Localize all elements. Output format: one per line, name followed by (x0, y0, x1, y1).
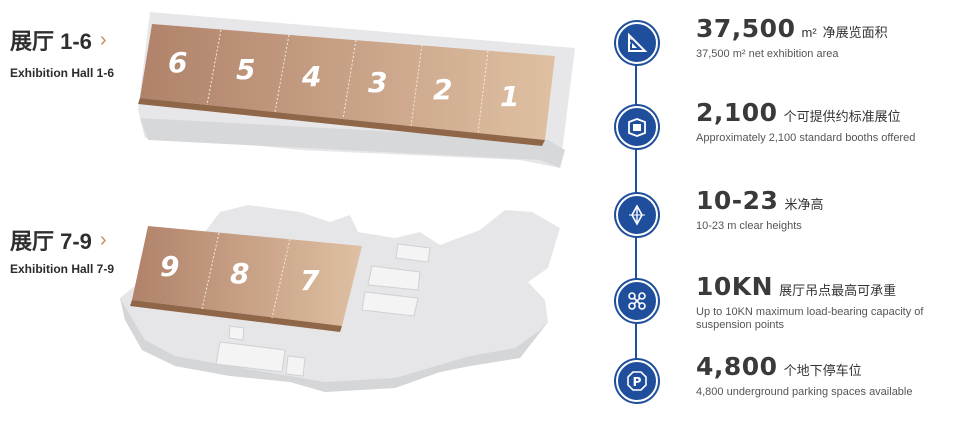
stat-load-value: 10KN (696, 272, 774, 301)
area-ruler-icon (616, 22, 658, 64)
hall-7-9-block (132, 226, 362, 326)
hall-7-9-title-text: 展厅 7-9 (10, 229, 92, 254)
hall-1-6-building: 6 5 4 3 2 1 (138, 12, 575, 168)
hall-number-8: 8 (230, 257, 249, 290)
stat-parking-label-en: 4,800 underground parking spaces availab… (696, 386, 913, 398)
stat-parking-value: 4,800 (696, 352, 778, 381)
hall-number-7: 7 (300, 264, 320, 297)
suspension-points-icon (616, 280, 658, 322)
stat-booths: 2,100 个可提供约标准展位 Approximately 2,100 stan… (600, 98, 960, 170)
stat-height-label-en: 10-23 m clear heights (696, 220, 802, 232)
chevron-right-icon: › (99, 228, 107, 251)
hall-number-4: 4 (301, 60, 321, 93)
hall-number-3: 3 (368, 66, 387, 99)
stat-load: 10KN 展厅吊点最高可承重 Up to 10KN maximum load-b… (600, 272, 960, 344)
hall-7-9-title: 展厅 7-9 › (10, 224, 107, 256)
hall-7-9-subtitle: Exhibition Hall 7-9 (10, 262, 115, 276)
stat-booths-label-en: Approximately 2,100 standard booths offe… (696, 132, 916, 144)
stat-height-value: 10-23 (696, 186, 779, 215)
stat-area-value: 37,500 (696, 14, 796, 43)
stat-parking-label-cn: 个地下停车位 (783, 363, 862, 378)
stat-booths-label-cn: 个可提供约标准展位 (783, 109, 901, 124)
hall-number-9: 9 (160, 250, 179, 283)
height-arrows-icon (616, 194, 658, 236)
stat-area-unit: m² (801, 25, 817, 40)
stat-booths-value: 2,100 (696, 98, 778, 127)
hall-number-1: 1 (500, 80, 519, 113)
hall-number-6: 6 (168, 46, 187, 79)
hall-number-2: 2 (433, 73, 452, 106)
hall-number-5: 5 (236, 53, 255, 86)
hall-1-6-title: 展厅 1-6 › (10, 24, 107, 56)
stat-area-label-cn: 净展览面积 (822, 25, 888, 40)
hall-1-6-title-text: 展厅 1-6 (10, 29, 92, 54)
svg-text:P: P (633, 375, 642, 389)
stat-load-label-cn: 展厅吊点最高可承重 (779, 283, 897, 298)
stat-area-label-en: 37,500 m² net exhibition area (696, 48, 839, 60)
stat-load-label-en: Up to 10KN maximum load-bearing capacity… (696, 306, 924, 331)
parking-icon: P (616, 360, 658, 402)
hall-1-6-block (140, 24, 555, 140)
stat-height-label-cn: 米净高 (784, 197, 824, 212)
stat-area: 37,500 m² 净展览面积 37,500 m² net exhibition… (600, 14, 960, 86)
chevron-right-icon: › (99, 28, 107, 51)
booth-icon (616, 106, 658, 148)
venue-map: 6 5 4 3 2 1 9 8 7 (120, 12, 575, 392)
hall-1-6-subtitle: Exhibition Hall 1-6 (10, 66, 115, 80)
hall-7-9-building: 9 8 7 (120, 205, 560, 392)
stat-parking: P 4,800 个地下停车位 4,800 underground parking… (600, 352, 960, 424)
stat-height: 10-23 米净高 10-23 m clear heights (600, 186, 960, 258)
